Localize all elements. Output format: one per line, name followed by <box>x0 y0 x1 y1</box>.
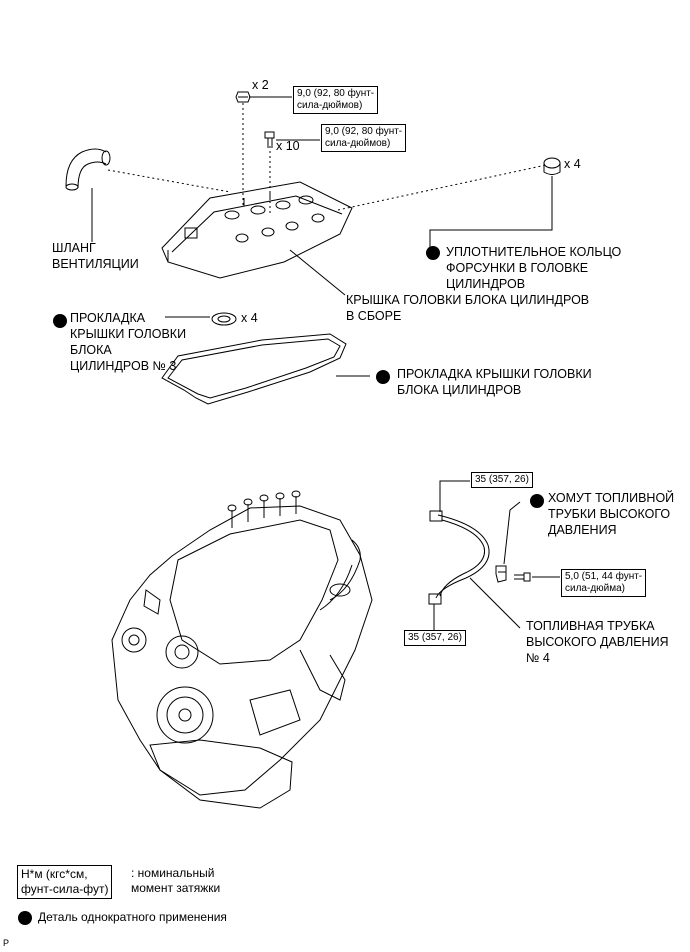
pipe-top-torque-box: 35 (357, 26) <box>471 472 533 488</box>
injector-seal-quantity: x 4 <box>564 157 581 171</box>
head-cover-part <box>161 181 353 279</box>
pipe-bottom-torque-box: 35 (357, 26) <box>404 630 466 646</box>
non-reusable-marker-injector-seal <box>426 246 440 260</box>
fuel-pipe-no4-part <box>428 510 490 605</box>
fuel-clamp-part <box>495 565 507 583</box>
ventilation-hose-part <box>65 148 111 191</box>
non-reusable-marker-gasket-no3 <box>53 314 67 328</box>
non-reusable-legend-marker <box>18 911 32 925</box>
fuel-clamp-label: ХОМУТ ТОПЛИВНОЙ ТРУБКИ ВЫСОКОГО ДАВЛЕНИЯ <box>548 491 675 537</box>
alignment-lines <box>107 103 547 215</box>
ventilation-hose-label: ШЛАНГ ВЕНТИЛЯЦИИ <box>52 241 139 271</box>
non-reusable-marker-fuel-clamp <box>530 494 544 508</box>
head-cover-gasket-part <box>161 333 347 405</box>
torque-unit-legend-text: : номинальный момент затяжки <box>131 866 221 895</box>
head-cover-label: КРЫШКА ГОЛОВКИ БЛОКА ЦИЛИНДРОВ В СБОРЕ <box>346 293 590 323</box>
gasket-no3-quantity: x 4 <box>241 311 258 325</box>
head-cover-gasket-label: ПРОКЛАДКА КРЫШКИ ГОЛОВКИ БЛОКА ЦИЛИНДРОВ <box>397 367 592 397</box>
nut-quantity: x 2 <box>252 78 269 92</box>
bolt-quantity: x 10 <box>276 139 300 153</box>
clamp-bolt-torque-box: 5,0 (51, 44 фунт- сила-дюйма) <box>561 569 647 597</box>
fuel-pipe-no4-label: ТОПЛИВНАЯ ТРУБКА ВЫСОКОГО ДАВЛЕНИЯ № 4 <box>526 619 669 665</box>
non-reusable-marker-head-cover-gasket <box>376 370 390 384</box>
bolt-torque-box: 9,0 (92, 80 фунт- сила-дюймов) <box>321 124 407 152</box>
injector-seal-part <box>543 157 561 175</box>
non-reusable-legend-text: Деталь однократного применения <box>38 910 227 924</box>
clamp-bolt-part <box>514 572 531 582</box>
injector-seal-label: УПЛОТНИТЕЛЬНОЕ КОЛЬЦО ФОРСУНКИ В ГОЛОВКЕ… <box>446 245 622 291</box>
page-reference: P <box>3 938 10 948</box>
gasket-no3-part <box>211 312 237 326</box>
bolt-part <box>264 131 275 148</box>
gasket-no3-label: ПРОКЛАДКА КРЫШКИ ГОЛОВКИ БЛОКА ЦИЛИНДРОВ… <box>70 311 187 373</box>
nut-part <box>235 91 251 103</box>
leader-lines <box>91 96 560 630</box>
nut-torque-box: 9,0 (92, 80 фунт- сила-дюймов) <box>293 86 379 114</box>
engine-part <box>111 490 373 809</box>
torque-unit-legend-box: Н*м (кгс*см, фунт-сила-фут) <box>17 865 113 899</box>
